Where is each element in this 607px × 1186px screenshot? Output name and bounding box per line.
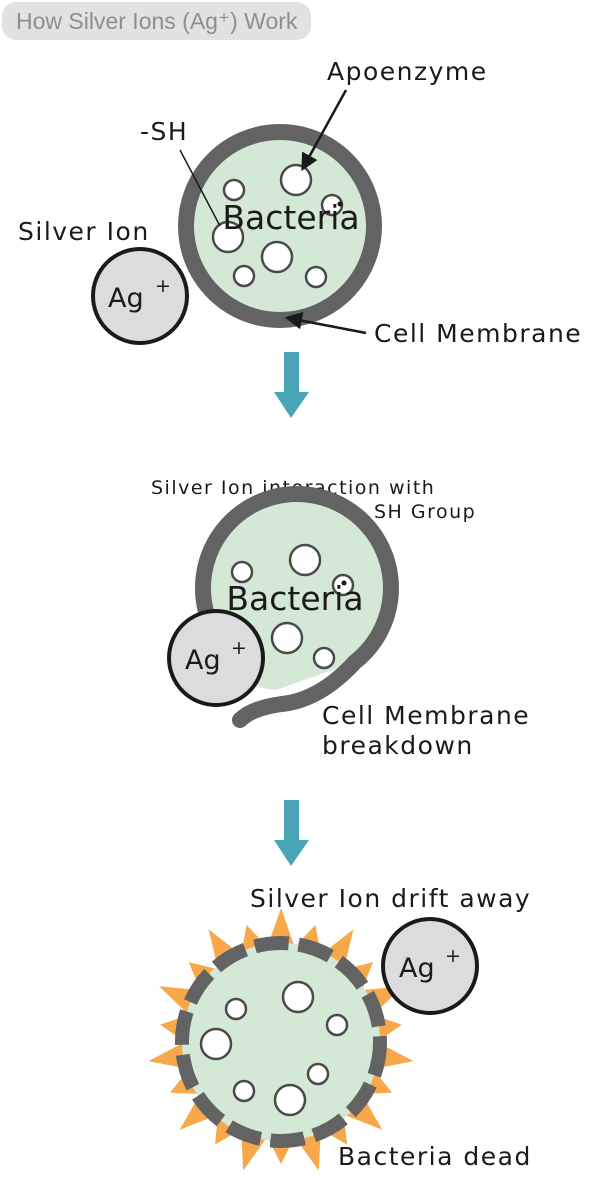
stage2-ion-charge: + (231, 637, 247, 659)
stage1-sh-site (337, 201, 343, 207)
stage1-ion-symbol: Ag (108, 283, 144, 314)
stage3-drift-label: Silver Ion drift away (250, 884, 531, 913)
stage3-ion-symbol: Ag (399, 953, 435, 984)
stage1-apoenzyme-label: Apoenzyme (327, 57, 488, 86)
transition-arrow-1 (274, 352, 309, 418)
stage2-ion-symbol: Ag (185, 645, 221, 676)
stage3-vesicles (199, 980, 349, 1117)
transition-arrow-2 (274, 800, 309, 866)
stage3-cytoplasm (182, 943, 380, 1141)
stage3-silver-ion: Ag + (381, 917, 479, 1015)
stage2-breakdown-line1: Cell Membrane (322, 701, 530, 730)
stage2-membrane-breakdown: Silver Ion interaction with SH Group Bac… (151, 477, 530, 760)
stage1-sh-label: -SH (140, 117, 188, 146)
stage1-apoenzyme-arrow (301, 89, 348, 172)
stage2-bacteria-label: Bacteria (226, 579, 363, 618)
stage1-sh-line (179, 149, 221, 227)
stage2-vesicles (230, 543, 355, 670)
stage1-vesicles (211, 163, 344, 289)
stage1-ion-charge: + (155, 275, 171, 297)
stage2-silver-ion: Ag + (167, 609, 265, 707)
stage3-ruptured-membrane (175, 936, 387, 1148)
stage3-ion-charge: + (445, 945, 461, 967)
stage3-dead-bacteria: Silver Ion drift away Ag + Bacteria dead (148, 884, 532, 1171)
stage1-membrane-label: Cell Membrane (374, 319, 582, 348)
stage1-silver-ion-label: Silver Ion (18, 217, 150, 246)
stage3-dead-label: Bacteria dead (338, 1142, 532, 1171)
stage1-silver-ion: Ag + (91, 247, 189, 345)
diagram-title: How Silver Ions (Ag⁺) Work (2, 2, 312, 40)
stage2-breakdown-line2: breakdown (322, 731, 474, 760)
stage2-broken-membrane (194, 486, 399, 728)
stage1-healthy-bacteria: Bacteria Apoenzyme -SH Silver Ion Ag + C… (18, 57, 582, 348)
stage1-bacteria-label: Bacteria (222, 198, 359, 237)
stage2-interaction-line2: SH Group (374, 501, 476, 523)
stage2-sh-site (341, 580, 347, 586)
stage1-membrane-arrow (284, 312, 367, 335)
